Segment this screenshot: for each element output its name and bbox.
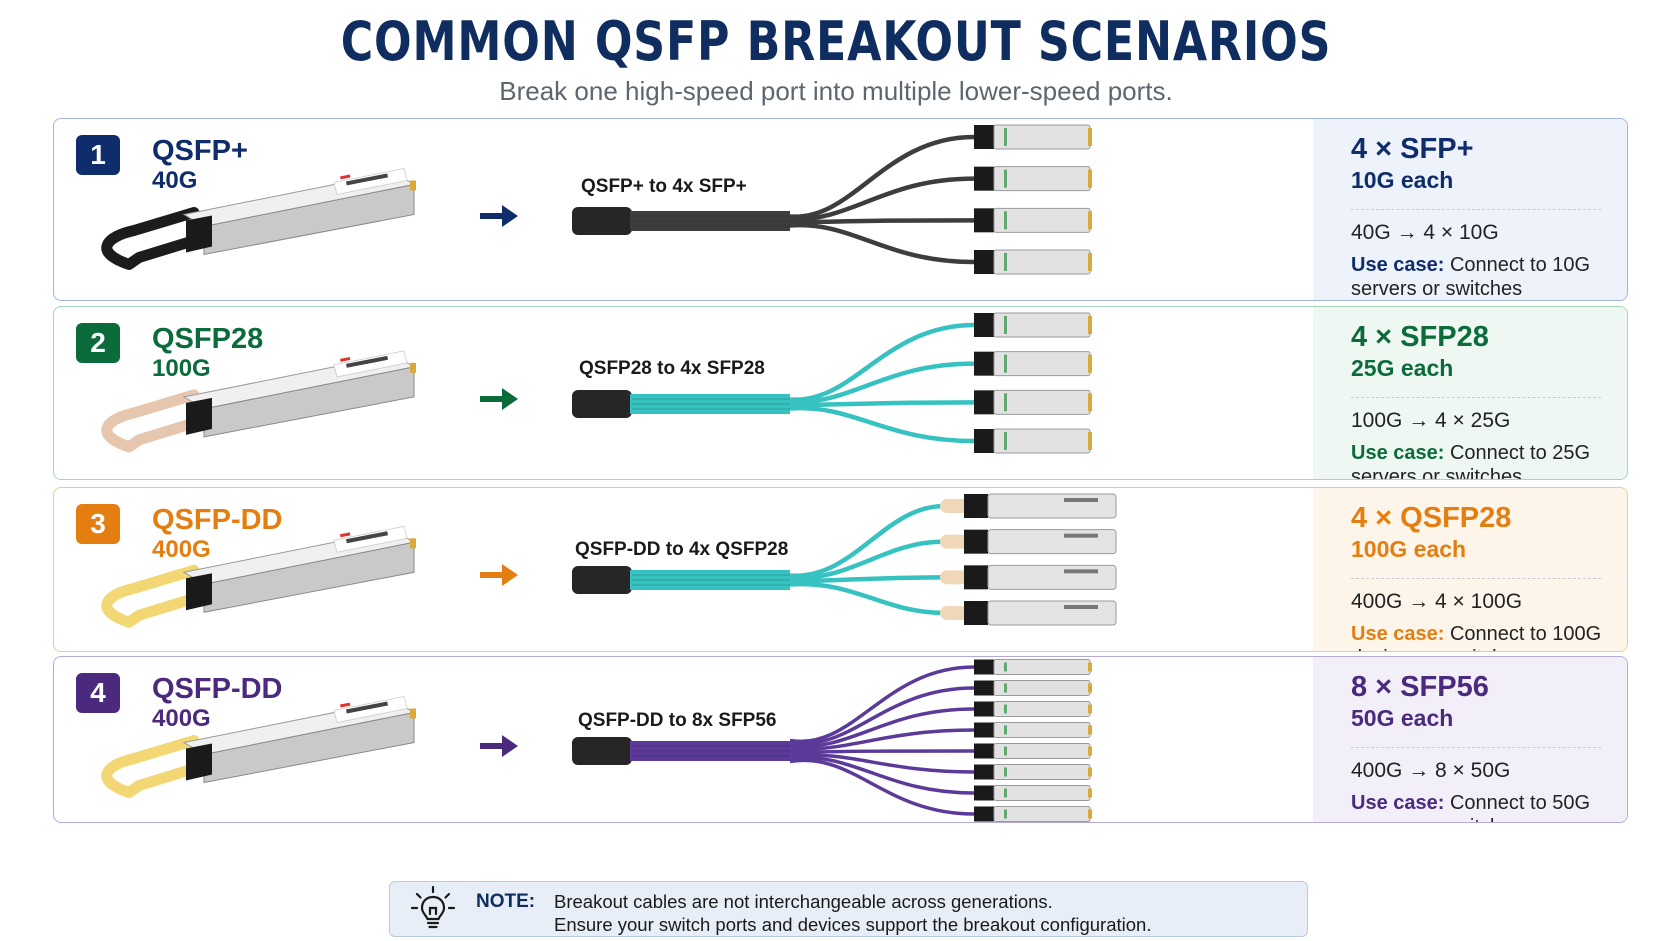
pluggable-connector-icon: [974, 207, 1092, 233]
cable-label: QSFP-DD to 4x QSFP28: [575, 539, 789, 560]
breakout-illustration: [101, 493, 1117, 628]
arrow-right-icon: [480, 388, 518, 410]
note-box: NOTE: Breakout cables are not interchang…: [389, 881, 1308, 937]
page-title: COMMON QSFP BREAKOUT SCENARIOS: [340, 10, 1332, 73]
pluggable-connector-icon: [974, 166, 1092, 192]
breakout-illustration: [101, 659, 1092, 822]
pluggable-connector-icon: [974, 764, 1092, 780]
output-title: 4 × SFP+: [1351, 133, 1474, 165]
scenario-number-badge: 2: [76, 323, 120, 363]
pluggable-connector-icon: [974, 722, 1092, 738]
output-subtitle: 10G each: [1351, 167, 1454, 193]
transceiver-module-icon: [101, 167, 416, 270]
info-divider: [1351, 578, 1601, 579]
breakout-rate: 400G → 4 × 100G: [1351, 590, 1523, 613]
use-case: Use case: Connect to 50G servers or swit…: [1351, 791, 1621, 822]
pluggable-connector-icon: [974, 428, 1092, 454]
use-case-text: Connect to 100G devices or switches: [1351, 623, 1602, 651]
note-line-2: Ensure your switch ports and devices sup…: [554, 914, 1152, 935]
transceiver-module-icon: [101, 350, 416, 453]
page-subtitle: Break one high-speed port into multiple …: [499, 76, 1173, 106]
output-subtitle: 25G each: [1351, 355, 1454, 381]
pluggable-connector-icon: [974, 785, 1092, 801]
use-case-label: Use case:: [1351, 254, 1445, 276]
module-speed: 40G: [152, 167, 198, 194]
output-title: 4 × SFP28: [1351, 321, 1489, 353]
output-title: 4 × QSFP28: [1351, 502, 1512, 534]
pluggable-connector-icon: [974, 743, 1092, 759]
scenario-number-badge: 4: [76, 673, 120, 713]
pluggable-connector-icon: [940, 493, 1117, 519]
lightbulb-icon: [410, 885, 456, 929]
scenario-row: 1 QSFP+40G QSFP+ to 4x SFP+ 4 × SFP+10G eac…: [53, 118, 1628, 301]
output-subtitle: 50G each: [1351, 705, 1454, 731]
pluggable-connector-icon: [974, 806, 1092, 822]
module-name: QSFP28: [152, 323, 264, 355]
breakout-rate: 100G → 4 × 25G: [1351, 409, 1511, 432]
breakout-cable: [572, 493, 1117, 626]
info-divider: [1351, 747, 1601, 748]
scenario-number-badge: 3: [76, 504, 120, 544]
info-divider: [1351, 397, 1601, 398]
pluggable-connector-icon: [974, 701, 1092, 717]
info-divider: [1351, 209, 1601, 210]
transceiver-module-icon: [101, 696, 416, 799]
transceiver-module-icon: [101, 525, 416, 628]
pluggable-connector-icon: [974, 312, 1092, 338]
pluggable-connector-icon: [974, 659, 1092, 675]
breakout-cable: [572, 312, 1092, 454]
breakout-illustration: [101, 312, 1092, 454]
cable-label: QSFP-DD to 8x SFP56: [578, 710, 777, 731]
breakout-cable: [572, 659, 1092, 822]
pluggable-connector-icon: [974, 389, 1092, 415]
output-info-panel: 4 × SFP+10G each 40G → 4 × 10G Use case: C…: [1313, 119, 1627, 300]
output-subtitle: 100G each: [1351, 536, 1467, 562]
pluggable-connector-icon: [974, 249, 1092, 275]
arrow-right-icon: [480, 564, 518, 586]
pluggable-connector-icon: [974, 351, 1092, 377]
pluggable-connector-icon: [940, 600, 1117, 626]
use-case: Use case: Connect to 25G servers or swit…: [1351, 441, 1621, 480]
breakout-cable: [572, 124, 1092, 275]
note-line-1: Breakout cables are not interchangeable …: [554, 891, 1053, 912]
arrow-right-icon: [480, 735, 518, 757]
use-case-label: Use case:: [1351, 623, 1445, 645]
module-name: QSFP-DD: [152, 673, 283, 705]
module-speed: 400G: [152, 536, 211, 563]
module-speed: 400G: [152, 705, 211, 732]
breakout-rate: 40G → 4 × 10G: [1351, 221, 1499, 244]
use-case: Use case: Connect to 10G servers or swit…: [1351, 253, 1621, 300]
use-case-text: Connect to 10G servers or switches: [1351, 254, 1591, 300]
module-name: QSFP+: [152, 135, 248, 167]
use-case-text: Connect to 25G servers or switches: [1351, 442, 1591, 480]
cable-label: QSFP+ to 4x SFP+: [581, 176, 747, 197]
module-name: QSFP-DD: [152, 504, 283, 536]
pluggable-connector-icon: [940, 529, 1117, 555]
note-label: NOTE:: [476, 891, 536, 912]
scenario-number-badge: 1: [76, 135, 120, 175]
output-title: 8 × SFP56: [1351, 671, 1489, 703]
breakout-rate: 400G → 8 × 50G: [1351, 759, 1511, 782]
breakout-illustration: [101, 124, 1092, 275]
use-case-label: Use case:: [1351, 442, 1445, 464]
pluggable-connector-icon: [940, 564, 1117, 590]
use-case-text: Connect to 50G servers or switches: [1351, 792, 1591, 822]
use-case-label: Use case:: [1351, 792, 1445, 814]
cable-label: QSFP28 to 4x SFP28: [579, 358, 765, 379]
pluggable-connector-icon: [974, 680, 1092, 696]
module-speed: 100G: [152, 355, 211, 382]
arrow-right-icon: [480, 205, 518, 227]
use-case: Use case: Connect to 100G devices or swi…: [1351, 622, 1621, 651]
pluggable-connector-icon: [974, 124, 1092, 150]
